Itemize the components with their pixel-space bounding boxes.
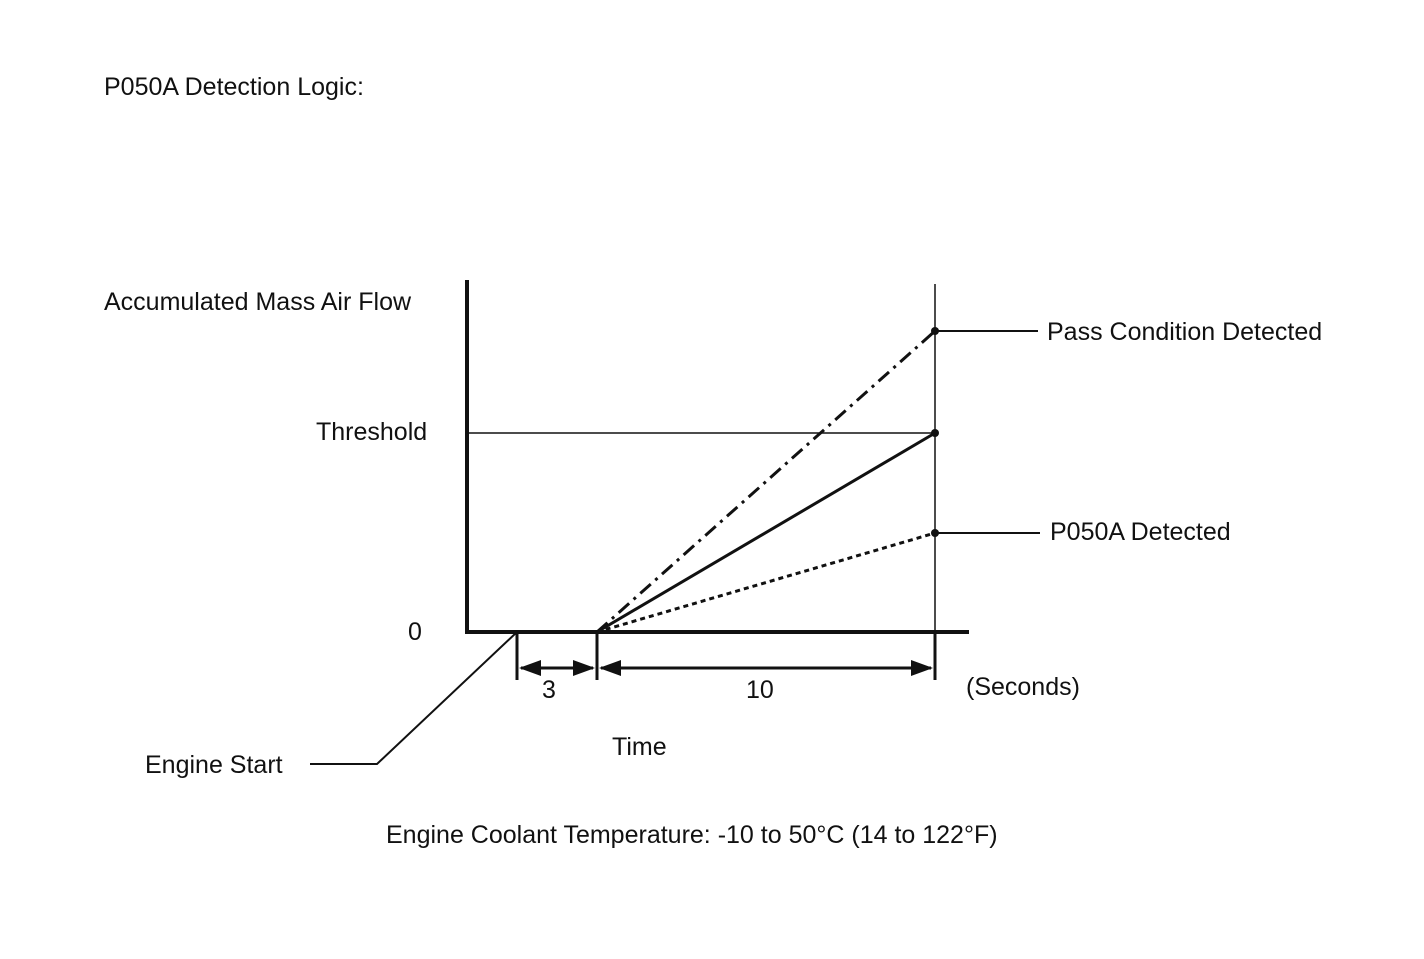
fail-callout-label: P050A Detected — [1050, 518, 1231, 546]
interval-label-3: 3 — [542, 676, 556, 704]
arrowhead-right — [911, 660, 933, 676]
threshold-endpoint-dot — [931, 429, 939, 437]
arrowhead-right — [573, 660, 595, 676]
engine-start-label: Engine Start — [145, 751, 283, 779]
threshold-trend-line — [596, 431, 936, 634]
fail-condition-line — [596, 531, 936, 634]
zero-label: 0 — [408, 618, 422, 646]
arrowhead-left — [519, 660, 541, 676]
threshold-label: Threshold — [316, 418, 427, 446]
interval-label-10: 10 — [746, 676, 774, 704]
pass-callout-label: Pass Condition Detected — [1047, 318, 1322, 346]
pass-condition-line — [596, 329, 936, 634]
arrowhead-left — [599, 660, 621, 676]
diagram-title: P050A Detection Logic: — [104, 73, 364, 101]
y-axis-label: Accumulated Mass Air Flow — [104, 288, 412, 316]
units-label: (Seconds) — [966, 673, 1080, 701]
x-axis-label: Time — [612, 733, 667, 761]
engine-start-callout-line — [310, 631, 518, 765]
coolant-temperature-note: Engine Coolant Temperature: -10 to 50°C … — [386, 821, 998, 849]
